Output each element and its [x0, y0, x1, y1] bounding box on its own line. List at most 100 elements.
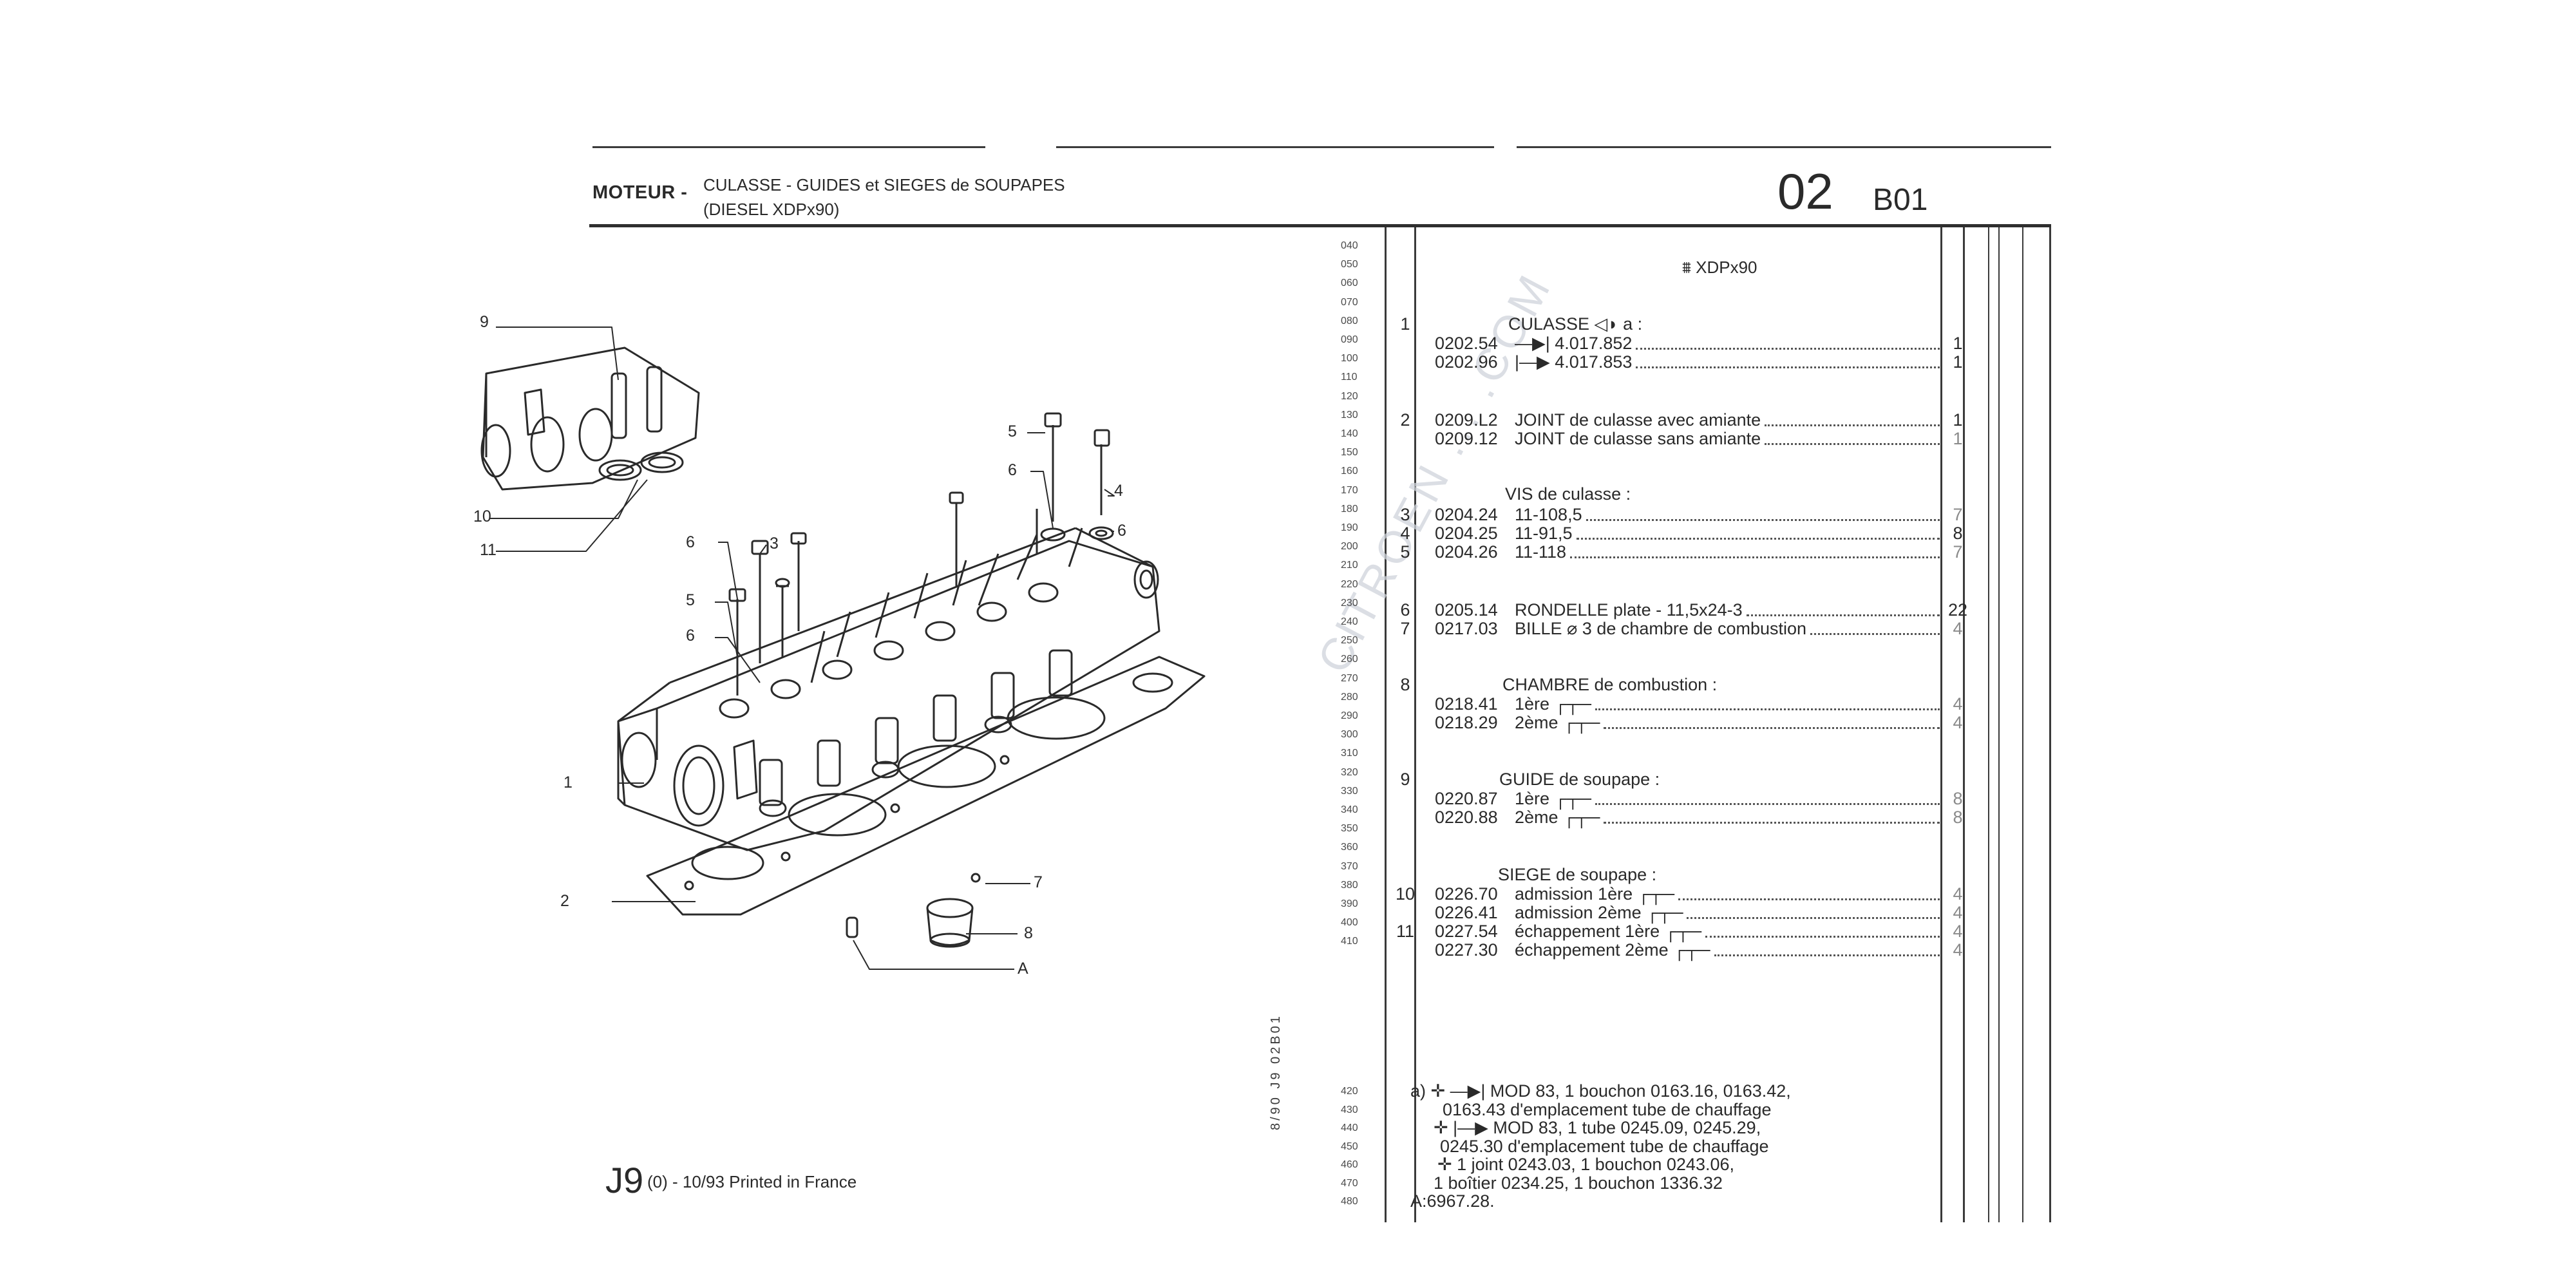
inset-detail	[480, 346, 700, 491]
note-line-number: 430	[1341, 1104, 1358, 1115]
note-line: 1 boîtier 0234.25, 1 bouchon 1336.32	[1434, 1173, 1723, 1193]
ref-1: 1	[1400, 314, 1410, 334]
line-number: 100	[1341, 353, 1358, 365]
quantity: 7	[1953, 542, 1963, 562]
side-code: 8/90 J9 02B01	[1269, 1014, 1283, 1130]
ball-7	[971, 873, 981, 883]
part-number: 0226.41	[1435, 903, 1498, 922]
quantity: 8	[1953, 808, 1963, 827]
row-ref-number: 5	[1400, 542, 1410, 562]
row-ref-number: 2	[1400, 410, 1410, 430]
dowel	[846, 916, 858, 938]
model-label: ⩩ XDPx90	[1682, 258, 1757, 278]
callout-label: 8	[1024, 924, 1033, 942]
callout-label: 2	[560, 892, 569, 910]
cylinder-head-block	[617, 527, 1160, 851]
header-rule	[589, 224, 2051, 227]
part-number: 0220.88	[1435, 808, 1498, 827]
dot-leader	[1604, 726, 1940, 729]
callout-label: A	[1018, 960, 1028, 978]
part-number: 0218.29	[1435, 713, 1498, 732]
part-description: RONDELLE plate - 11,5x24-3	[1515, 600, 1743, 620]
part-description: 2ème ┌┬─	[1515, 713, 1600, 732]
line-number: 150	[1341, 447, 1358, 459]
dot-leader	[1746, 614, 1940, 616]
line-number: 320	[1341, 766, 1358, 778]
table-rule-8	[2049, 227, 2051, 1222]
dot-leader	[1705, 935, 1940, 938]
part-number: 0205.14	[1435, 600, 1498, 620]
note-line-number: 440	[1341, 1122, 1358, 1133]
parts-row: 0202.96|—▶ 4.017.853	[1435, 352, 1944, 372]
callout-label: 6	[686, 533, 695, 551]
part-description: 11-118	[1515, 542, 1567, 562]
part-number: 0209.L2	[1435, 410, 1498, 430]
part-number: 0204.25	[1435, 524, 1498, 543]
line-number: 140	[1341, 428, 1358, 439]
part-number: 0217.03	[1435, 619, 1498, 638]
line-number: 310	[1341, 748, 1358, 759]
top-rule-middle	[1056, 146, 1494, 148]
dot-leader	[1765, 442, 1940, 445]
line-number: 180	[1341, 503, 1358, 515]
part-number: 0227.54	[1435, 922, 1498, 941]
dot-leader	[1595, 802, 1940, 805]
part-number: 0209.12	[1435, 429, 1498, 448]
line-number: 390	[1341, 898, 1358, 909]
quantity: 4	[1953, 940, 1963, 960]
part-number: 0227.30	[1435, 940, 1498, 960]
line-number: 160	[1341, 466, 1358, 477]
part-description: |—▶ 4.017.853	[1515, 352, 1633, 372]
callout-label: 6	[1117, 522, 1126, 540]
quantity: 22	[1947, 600, 1968, 620]
group-number: 02	[1777, 163, 1833, 220]
footer-code: J9	[605, 1160, 644, 1200]
line-number: 290	[1341, 710, 1358, 721]
model-name: XDPx90	[1696, 258, 1757, 277]
part-description: admission 1ère ┌┬─	[1515, 884, 1674, 904]
dot-leader	[1678, 898, 1940, 900]
line-number: 400	[1341, 917, 1358, 929]
dot-leader	[1604, 821, 1940, 824]
quantity: 4	[1953, 713, 1963, 732]
line-number: 060	[1341, 278, 1358, 289]
note-line: 0245.30 d'emplacement tube de chauffage	[1440, 1136, 1769, 1156]
part-number: 0218.41	[1435, 694, 1498, 714]
line-number: 050	[1341, 259, 1358, 270]
parts-row: 0218.29 2ème ┌┬─	[1435, 713, 1944, 733]
line-number: 260	[1341, 654, 1358, 665]
parts-row: 0202.54—▶| 4.017.852	[1435, 334, 1944, 354]
line-number: 170	[1341, 484, 1358, 496]
line-number: 090	[1341, 334, 1358, 345]
group-title-chambre: CHAMBRE de combustion :	[1502, 675, 1718, 694]
note-line-number: 420	[1341, 1086, 1358, 1097]
section-label: MOTEUR -	[592, 182, 688, 203]
line-number: 120	[1341, 390, 1358, 402]
table-rule-3	[1940, 227, 1942, 1222]
quantity: 1	[1953, 334, 1963, 353]
line-number: 340	[1341, 804, 1358, 815]
callout-label: 5	[1008, 422, 1017, 440]
table-rule-1	[1385, 227, 1387, 1222]
part-number: 0204.26	[1435, 542, 1498, 562]
line-number: 190	[1341, 522, 1358, 533]
table-rule-7	[2022, 227, 2023, 1222]
row-ref-number: 7	[1400, 619, 1410, 638]
combustion-chamber	[926, 898, 974, 948]
table-rule-6	[1998, 227, 2000, 1222]
quantity: 1	[1953, 352, 1963, 372]
callout-label: 6	[686, 627, 695, 645]
line-number: 040	[1341, 240, 1358, 251]
line-number: 360	[1341, 842, 1358, 853]
row-ref-number: 3	[1400, 505, 1410, 524]
line-number: 350	[1341, 823, 1358, 835]
part-number: 0226.70	[1435, 884, 1498, 904]
callout-label: 10	[473, 507, 491, 526]
row-ref-number: 6	[1400, 600, 1410, 620]
row-ref-number: 11	[1396, 922, 1415, 941]
